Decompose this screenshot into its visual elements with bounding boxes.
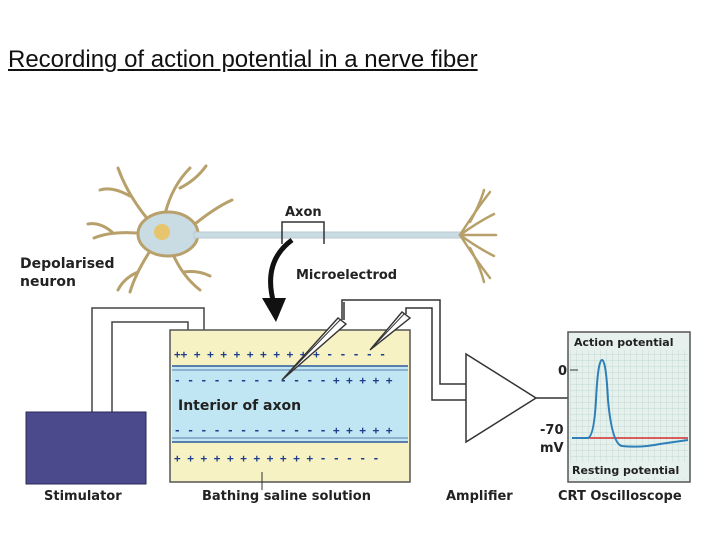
zoom-arrow <box>268 237 294 305</box>
slide-title: Recording of action potential in a nerve… <box>8 46 478 73</box>
axon-terminals <box>458 188 498 284</box>
depolarised-label: Depolarised <box>20 256 115 272</box>
microelectrode-1 <box>281 317 348 381</box>
oscilloscope-label: CRT Oscilloscope <box>558 489 682 504</box>
bathing-label: Bathing saline solution <box>202 489 371 504</box>
mv-label: mV <box>540 441 564 456</box>
charges-top-inner: - - - - - - - - - - - - + + + + + <box>174 374 393 387</box>
minus70-label: -70 <box>540 423 564 438</box>
amplifier-triangle <box>465 352 538 444</box>
charges-bottom-inner: - - - - - - - - - - - - + + + + + <box>174 424 393 437</box>
action-potential-banner <box>570 334 688 350</box>
interior-label: Interior of axon <box>178 398 301 414</box>
charges-bottom-outer: + + + + + + + + + + + - - - - - <box>174 452 379 465</box>
neuron-label: neuron <box>20 274 76 290</box>
axon-fiber <box>193 231 465 239</box>
charges-top-outer: ++ + + + + + + + + + + - - - - - <box>174 348 386 361</box>
stimulator-label: Stimulator <box>44 489 122 504</box>
stimulator-box <box>25 411 147 485</box>
oscilloscope-grid <box>570 334 688 480</box>
axon-interior <box>172 366 408 442</box>
microelectrode-label: Microelectrod <box>296 268 397 283</box>
zero-label: 0 <box>558 364 567 379</box>
action-potential-trace <box>572 358 689 448</box>
nucleus <box>154 224 170 240</box>
resting-potential-banner <box>570 462 688 478</box>
zoom-arrow-head <box>262 298 286 322</box>
axon-label: Axon <box>285 205 322 220</box>
resting-potential-label: Resting potential <box>572 464 679 477</box>
amplifier-wires <box>341 299 466 401</box>
amplifier-label: Amplifier <box>446 489 513 504</box>
microelectrode-2 <box>369 311 412 351</box>
action-potential-label: Action potential <box>574 336 673 349</box>
